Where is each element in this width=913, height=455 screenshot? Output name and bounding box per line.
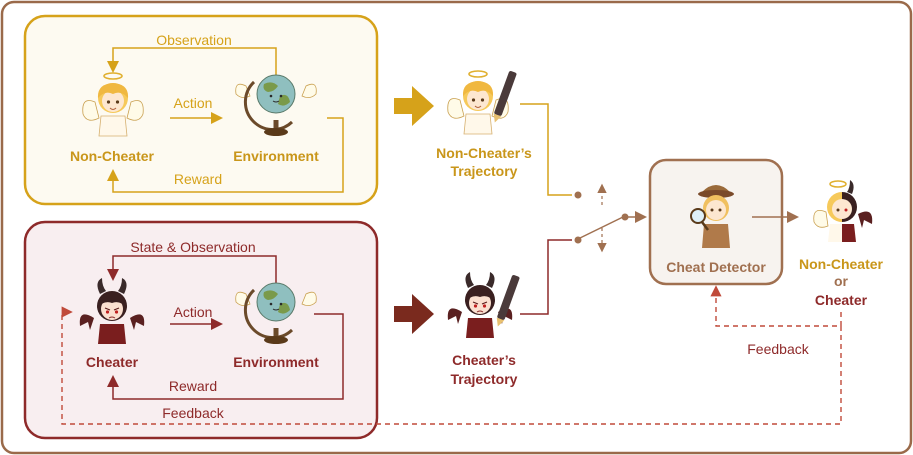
- output-label-or: or: [834, 273, 849, 289]
- cheater-reward-arrow: [107, 313, 344, 400]
- switch-lever: [579, 216, 624, 239]
- detective-icon: [690, 185, 734, 248]
- action-label: Action: [174, 95, 213, 111]
- cheater-action-label: Action: [174, 304, 213, 320]
- cheater-route-line: [520, 239, 572, 315]
- cheat-detector-box: [648, 158, 784, 286]
- noncheater-route-line: [520, 103, 572, 196]
- cheater-feedback-arrow: [61, 306, 842, 425]
- observation-label: Observation: [156, 32, 231, 48]
- switch-node-top: [574, 191, 582, 199]
- pen-icon: [494, 274, 521, 328]
- detector-feedback-arrow: [710, 285, 842, 327]
- switch-node-output: [621, 213, 629, 221]
- state-observation-arrow: [107, 255, 277, 290]
- observation-arrow: [107, 47, 277, 82]
- output-character-icon: [813, 180, 873, 242]
- switch-node-bottom: [574, 236, 582, 244]
- cheater-environment-label: Environment: [233, 354, 319, 370]
- noncheater-environment-label: Environment: [233, 148, 319, 164]
- noncheater-trajectory-label-2: Trajectory: [451, 163, 518, 179]
- noncheater-agent-label: Non-Cheater: [70, 148, 155, 164]
- detector-feedback-label: Feedback: [747, 341, 809, 357]
- output-label-noncheater: Non-Cheater: [799, 256, 884, 272]
- cheater-flow-arrow: [394, 294, 434, 334]
- cheater-feedback-label: Feedback: [162, 405, 224, 421]
- reward-label: Reward: [174, 171, 222, 187]
- state-observation-label: State & Observation: [130, 239, 255, 255]
- cheater-trajectory-label-2: Trajectory: [451, 371, 518, 387]
- reward-arrow: [107, 117, 344, 193]
- noncheater-trajectory-label-1: Non-Cheater’s: [436, 145, 532, 161]
- cheat-detector-label: Cheat Detector: [666, 259, 766, 275]
- output-label-cheater: Cheater: [815, 292, 868, 308]
- cheater-trajectory-label-1: Cheater’s: [452, 352, 516, 368]
- cheater-agent-label: Cheater: [86, 354, 139, 370]
- cheater-reward-label: Reward: [169, 378, 217, 394]
- noncheater-flow-arrow: [394, 86, 434, 126]
